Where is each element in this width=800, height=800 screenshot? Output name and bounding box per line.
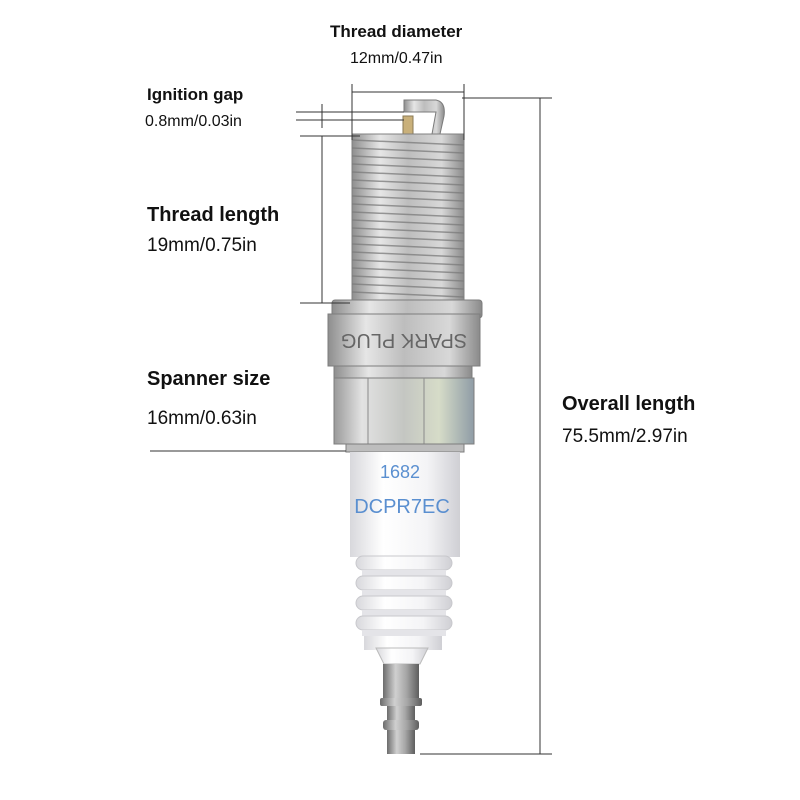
insulator: 1682 DCPR7EC [350,452,460,665]
thread-groove [351,251,465,258]
thread-groove [351,227,465,234]
insulator-rib [355,575,453,591]
overall-length-value: 75.5mm/2.97in [562,426,688,447]
insulator-model-code: DCPR7EC [354,496,450,518]
ignition-gap-value: 0.8mm/0.03in [145,113,242,130]
thread-groove [351,243,465,250]
thread-section [351,133,465,303]
ignition-gap-title: Ignition gap [147,85,244,104]
thread-groove [351,155,465,162]
electrode-tip [402,99,445,137]
hex-body: SPARK PLUG [327,313,481,453]
thread-groove [351,179,465,186]
thread-groove [351,195,465,202]
thread-groove [351,163,465,170]
hex-marking-text: SPARK PLUG [341,329,467,351]
thread-diameter-title: Thread diameter [330,22,463,41]
thread-groove [351,235,465,242]
thread-groove [351,147,465,154]
thread-groove [351,203,465,210]
overall-length-title: Overall length [562,393,696,415]
spanner-size-value: 16mm/0.63in [147,408,257,429]
insulator-rib [355,615,453,631]
insulator-rib-groove [362,630,446,636]
thread-groove [351,267,465,274]
thread-groove [351,259,465,266]
spanner-size-title: Spanner size [147,368,271,390]
thread-groove [351,283,465,290]
thread-diameter-value: 12mm/0.47in [350,50,443,67]
thread-groove [351,139,465,146]
insulator-rib [355,595,453,611]
insulator-rib-groove [362,570,446,576]
thread-groove [351,219,465,226]
thread-groove [351,291,465,298]
insulator-rib [355,555,453,571]
thread-length-value: 19mm/0.75in [147,235,257,256]
insulator-rib-groove [362,610,446,616]
thread-groove [351,275,465,282]
thread-groove [351,171,465,178]
thread-groove [351,187,465,194]
terminal [380,664,422,754]
insulator-neck [364,636,442,650]
insulator-code-number: 1682 [380,462,420,482]
thread-groove [351,211,465,218]
thread-length-title: Thread length [147,204,280,226]
insulator-rib-groove [362,590,446,596]
dimension-lines [150,84,552,755]
